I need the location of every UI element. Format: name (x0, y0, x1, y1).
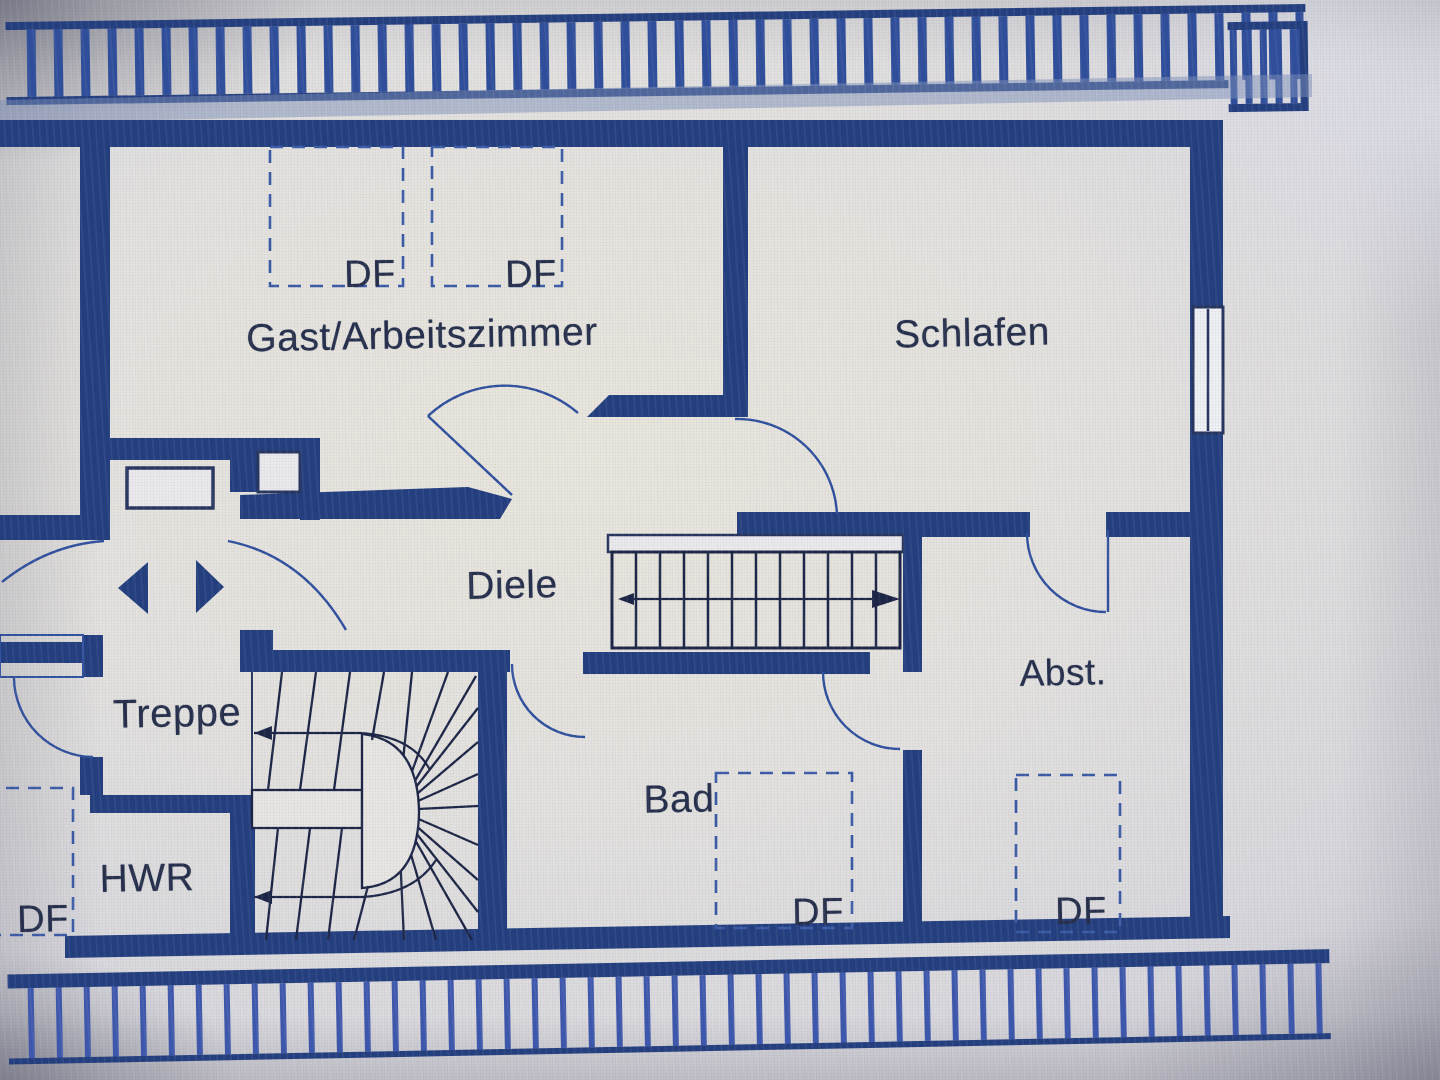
wall-winderstair-top (240, 650, 510, 672)
door-leaf-left-icon (118, 562, 148, 614)
exterior-top-wall (0, 120, 1222, 147)
walls (0, 120, 1230, 958)
exterior-bottom-wall (65, 916, 1230, 958)
porch-window (0, 634, 84, 678)
room-label-gast: Gast/Arbeitszimmer (245, 310, 599, 361)
stair-walkline-start (618, 593, 634, 605)
straight-stair (610, 550, 902, 650)
room-label-bad: Bad (643, 777, 715, 822)
wall-abst-left-lower (903, 750, 922, 938)
winder-arrow-lower (254, 890, 272, 904)
door-gast-arbeitszimmer (427, 384, 579, 496)
winder-walk-line-upper (254, 731, 431, 771)
bad-floor-line (496, 924, 906, 933)
wall-hwr-top (90, 795, 233, 813)
porch-wall (0, 515, 83, 540)
roof-window-box-gast-right (430, 145, 564, 288)
room-label-treppe: Treppe (112, 690, 242, 737)
roof-window-box-hwr (0, 786, 75, 937)
chimney-shaft (125, 466, 215, 510)
door-schlafen (734, 417, 839, 515)
winder-walk-line-lower (254, 859, 437, 899)
room-label-schlafen: Schlafen (893, 310, 1051, 357)
roof-window-box-bad (714, 771, 854, 930)
room-label-diele: Diele (465, 563, 559, 608)
winder-arrow-upper (254, 726, 272, 740)
wall-gast-bottom-right (587, 395, 727, 417)
wall-abst-left-upper (903, 537, 922, 672)
door-bad-abst-side (821, 671, 901, 751)
wall-winderstair-left (230, 795, 255, 940)
wall-column (256, 450, 302, 494)
roof-window-label-gast-right: DF (504, 253, 558, 296)
wall-schlafen-bottom (737, 512, 1030, 537)
room-label-abst: Abst. (1019, 651, 1107, 694)
door-swings (1, 384, 1110, 759)
roof-window-outlines (0, 145, 1122, 937)
exterior-left-wall (80, 138, 110, 540)
stair-direction-arrow (872, 590, 900, 608)
wall-winderstair-right (478, 650, 507, 940)
wall-beside-column (230, 460, 258, 492)
wall-bad-top (583, 652, 870, 674)
door-porch (12, 677, 94, 759)
door-bad (510, 663, 586, 739)
roof-window-label-hwr: DF (16, 898, 70, 941)
wall-winderstair-corner (240, 630, 273, 656)
double-swing-door-treppe (1, 539, 348, 631)
top-band-shadow (0, 74, 1312, 123)
roof-window-label-gast-left: DF (343, 253, 397, 296)
schlafen-wall-window (1191, 305, 1225, 435)
room-label-hwr: HWR (99, 856, 195, 901)
wall-treppe-diele (240, 487, 512, 519)
bottom-roof-hatch-band (7, 949, 1331, 1065)
wall-hwr-stub (80, 757, 103, 795)
wall-schlafen-bottom-stub (1106, 512, 1190, 537)
door-leaf-right-icon (196, 560, 224, 613)
roof-window-label-abst: DF (1054, 890, 1108, 933)
porch-window-stub (83, 635, 103, 677)
roof-window-label-bad: DF (791, 891, 845, 934)
exterior-right-wall (1190, 120, 1223, 932)
porch-window-sill (0, 642, 83, 663)
roof-window-box-abst (1014, 773, 1122, 934)
stair-head-strip (606, 533, 905, 554)
wall-gast-schlafen-divider (723, 140, 748, 417)
winder-stair (250, 671, 479, 941)
roof-window-box-gast-left (268, 145, 405, 288)
door-abstellraum (1025, 530, 1110, 614)
